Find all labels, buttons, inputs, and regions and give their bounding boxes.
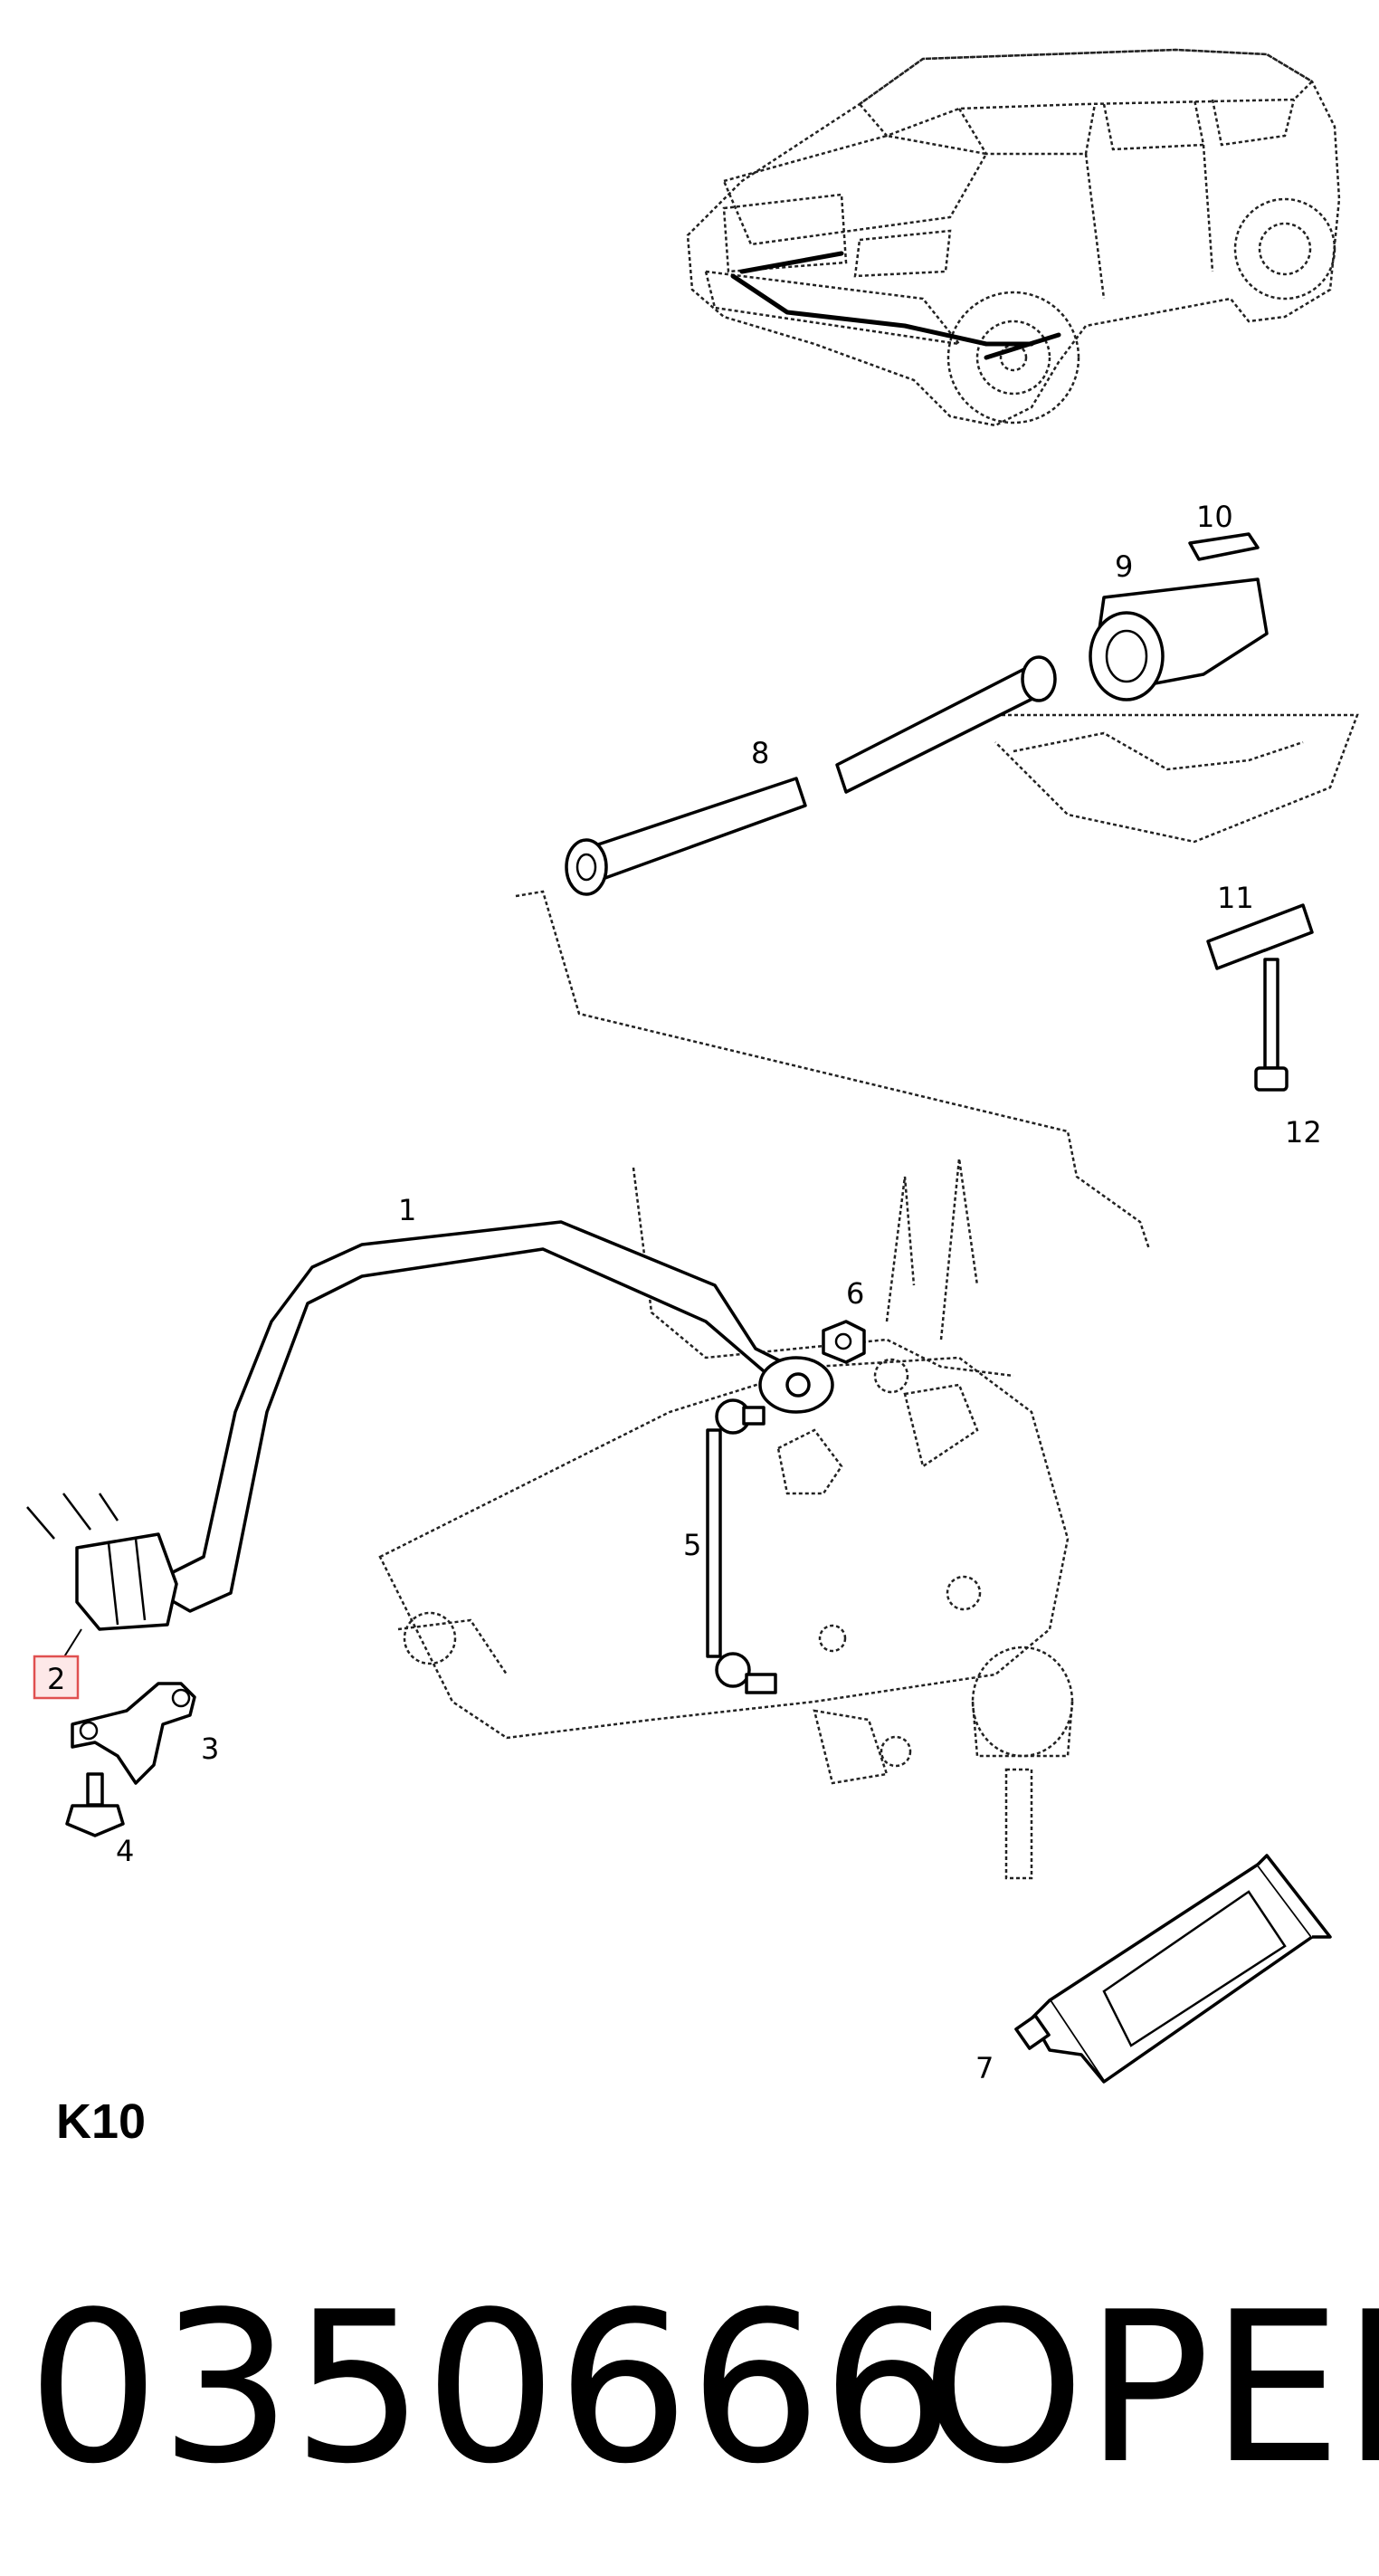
callout-10: 10	[1196, 500, 1233, 534]
highlight-box-2	[33, 1655, 80, 1700]
ball-joint	[971, 1646, 1074, 1880]
lower-control-arm	[378, 1158, 1074, 1880]
vehicle-overview-illustration	[686, 48, 1341, 427]
callout-11: 11	[1217, 881, 1254, 915]
callout-8: 8	[751, 736, 769, 770]
section-code: K10	[56, 2094, 146, 2149]
shaft-assembly	[515, 532, 1359, 1250]
brand-name: OPEL	[921, 2268, 1379, 2510]
bushing-bracket	[71, 1682, 196, 1785]
stabilizer-bushing	[26, 1493, 178, 1631]
callout-3: 3	[201, 1732, 219, 1766]
callout-6: 6	[846, 1276, 864, 1311]
torsion-shaft	[565, 655, 1057, 896]
callout-2: 2	[47, 1662, 65, 1696]
callout-7: 7	[975, 2051, 994, 2085]
stabilizer-link	[706, 1398, 777, 1694]
long-bolt	[1254, 958, 1289, 1092]
bracket-bolt	[65, 1772, 125, 1837]
key-part	[1188, 532, 1260, 561]
callout-5: 5	[683, 1528, 701, 1562]
clamp-plate	[1206, 903, 1314, 970]
stabilizer-bar	[157, 1220, 834, 1613]
link-nut	[822, 1320, 866, 1364]
callout-12: 12	[1285, 1115, 1322, 1150]
callout-1: 1	[398, 1193, 416, 1227]
grease-tube	[1014, 1854, 1332, 2084]
part-number: 0350666	[27, 2268, 954, 2510]
leader-lines	[62, 1628, 82, 1659]
callout-9: 9	[1115, 549, 1133, 584]
coupling-housing	[1089, 577, 1269, 701]
callout-4: 4	[116, 1834, 134, 1868]
